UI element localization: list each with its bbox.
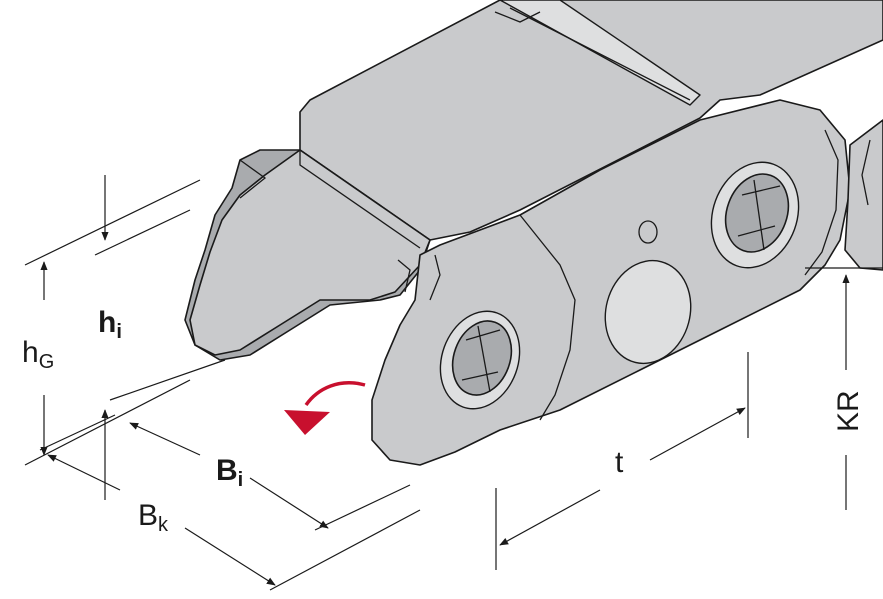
rotation-arrow-icon	[284, 380, 366, 435]
svg-text:hG: hG	[22, 336, 54, 373]
svg-text:KR: KR	[832, 390, 865, 432]
pivot-pin-rear	[710, 161, 800, 269]
dim-hG	[24, 179, 201, 466]
dim-KR	[805, 267, 883, 510]
label-hi: hi	[98, 306, 122, 343]
chain-lid	[299, 0, 883, 241]
dim-hi	[94, 175, 191, 500]
label-KR: KR	[832, 390, 865, 432]
label-t: t	[615, 446, 624, 479]
center-hole	[604, 220, 692, 365]
svg-text:t: t	[615, 446, 624, 479]
svg-text:Bk: Bk	[138, 499, 169, 536]
dim-Bk	[39, 414, 421, 591]
label-Bi: Bi	[216, 454, 243, 491]
svg-text:hi: hi	[98, 306, 122, 343]
next-link	[844, 119, 883, 271]
svg-text:Bi: Bi	[216, 454, 243, 491]
dim-t	[495, 352, 749, 570]
pivot-pin-front	[439, 310, 521, 410]
left-side-link	[184, 149, 431, 361]
dim-Bi	[109, 359, 411, 531]
label-Bk: Bk	[138, 499, 169, 536]
label-hG: hG	[22, 336, 54, 373]
